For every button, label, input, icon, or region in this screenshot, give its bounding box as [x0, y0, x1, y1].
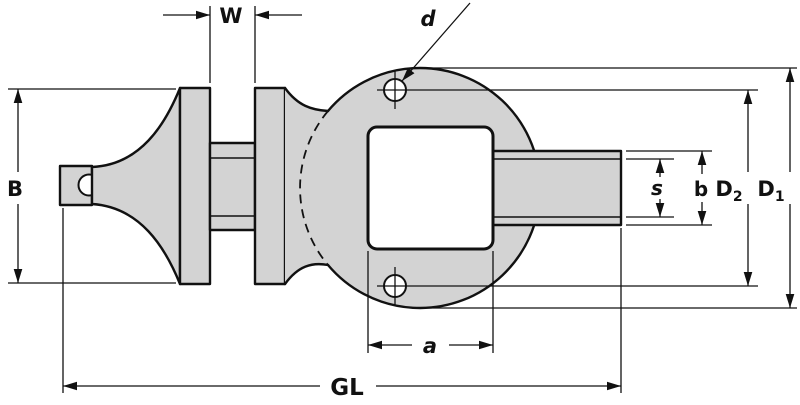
dim-B: B — [7, 88, 176, 284]
dim-W: W — [163, 4, 302, 83]
dim-label-W: W — [219, 4, 242, 28]
part-flange-left — [178, 86, 212, 286]
dim-label-d: d — [420, 7, 436, 31]
dim-D2: D2 — [377, 89, 758, 287]
dim-s: s — [626, 158, 674, 218]
dim-label-D1: D1 — [757, 177, 784, 205]
flange-body-transition — [285, 88, 328, 284]
dim-GL: GL — [62, 208, 622, 401]
dim-label-B: B — [7, 177, 23, 201]
dim-a: a — [367, 251, 494, 358]
dim-D1: D1 — [424, 67, 797, 309]
part-shaft — [491, 149, 623, 227]
dim-label-s: s — [651, 176, 663, 200]
dim-label-D2: D2 — [715, 177, 742, 205]
dim-label-a: a — [423, 334, 437, 358]
transition-edge-bottom — [283, 262, 330, 286]
part-flange-right — [253, 86, 287, 286]
square-drive-opening — [366, 125, 495, 251]
dim-d: d — [401, 2, 471, 82]
transition-edge-top — [283, 86, 330, 113]
part-bell-cone — [90, 86, 182, 286]
dim-label-GL: GL — [330, 375, 364, 401]
dim-b: b — [626, 150, 712, 226]
hidden-edge-arc — [299, 110, 329, 266]
leader-line — [401, 2, 471, 82]
dim-label-b: b — [694, 177, 708, 201]
part-geometry — [58, 66, 623, 310]
part-spindle-neck — [208, 141, 257, 232]
